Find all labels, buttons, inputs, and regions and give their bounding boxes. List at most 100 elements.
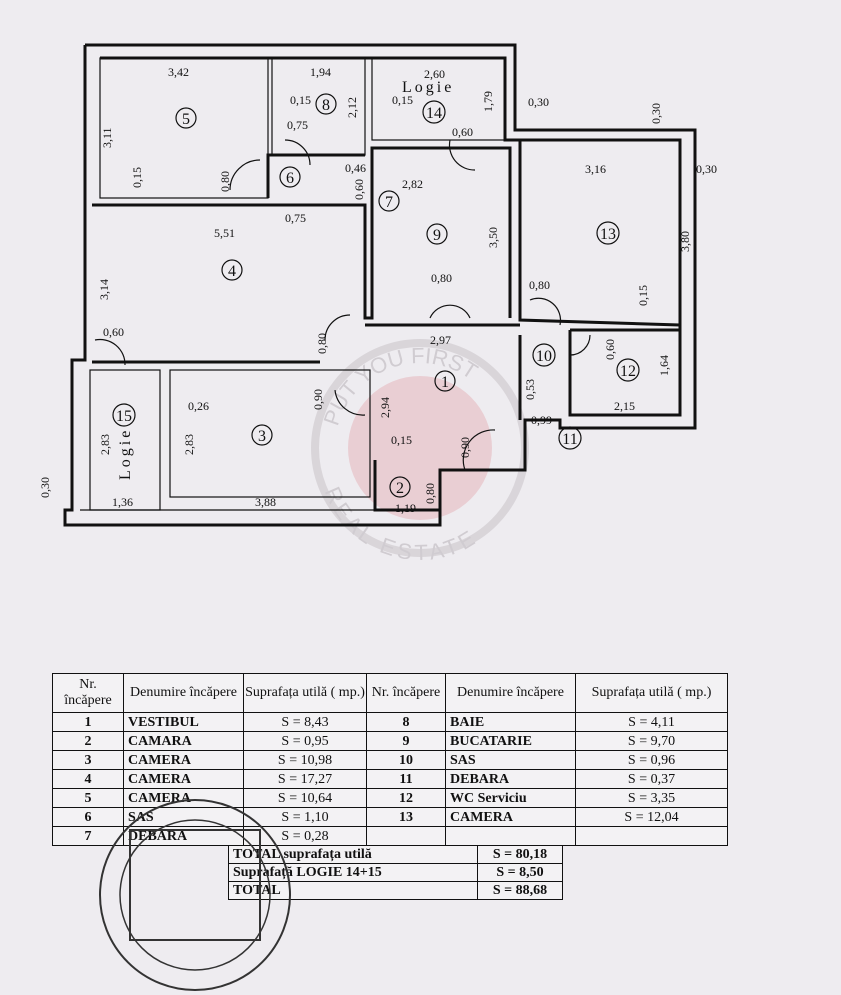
dim-label: 1,36 bbox=[112, 495, 133, 509]
room-number: 12 bbox=[620, 363, 636, 380]
dim-label: 0,60 bbox=[603, 339, 617, 360]
dim-label: 0,46 bbox=[345, 161, 366, 175]
dim-label: 0,53 bbox=[523, 379, 537, 400]
room-name: CAMARA bbox=[123, 731, 244, 751]
dim-label: 3,16 bbox=[585, 162, 606, 176]
dim-label: 0,60 bbox=[103, 325, 124, 339]
table-header: Nr. încăpere Denumire încăpere Suprafața… bbox=[52, 673, 728, 713]
col-header: Denumire încăpere bbox=[123, 673, 244, 713]
authorization-stamp bbox=[99, 799, 291, 991]
dim-label: 3,14 bbox=[97, 279, 111, 300]
total-value: S = 88,68 bbox=[477, 881, 563, 900]
room-area: S = 0,95 bbox=[243, 731, 367, 751]
col-header: Nr. încăpere bbox=[52, 673, 124, 713]
dim-label: 0,80 bbox=[529, 278, 550, 292]
room-area: S = 4,11 bbox=[575, 712, 728, 732]
dim-label: 3,50 bbox=[486, 227, 500, 248]
dim-label: 2,83 bbox=[98, 434, 112, 455]
dim-label: 5,51 bbox=[214, 226, 235, 240]
dim-label: 1,94 bbox=[310, 65, 331, 79]
room-nr bbox=[366, 826, 446, 846]
dim-label: 2,82 bbox=[402, 177, 423, 191]
room-number: 15 bbox=[116, 408, 132, 425]
col-header: Denumire încăpere bbox=[445, 673, 576, 713]
dim-label: 0,30 bbox=[38, 477, 52, 498]
room-area: S = 0,96 bbox=[575, 750, 728, 770]
dim-label: 0,26 bbox=[188, 399, 209, 413]
room-number: 14 bbox=[426, 105, 442, 122]
dim-label: 3,88 bbox=[255, 495, 276, 509]
room-name: VESTIBUL bbox=[123, 712, 244, 732]
dim-label: 0,15 bbox=[391, 433, 412, 447]
dim-label: 0,30 bbox=[649, 103, 663, 124]
room-area: S = 17,27 bbox=[243, 769, 367, 789]
room-area: S = 9,70 bbox=[575, 731, 728, 751]
dim-label: 3,11 bbox=[100, 127, 114, 148]
dim-label: 2,94 bbox=[378, 397, 392, 418]
dim-label: 0,80 bbox=[218, 171, 232, 192]
dim-label: 2,97 bbox=[430, 333, 451, 347]
room-name: BAIE bbox=[445, 712, 576, 732]
total-value: S = 80,18 bbox=[477, 845, 563, 864]
dim-label: 0,75 bbox=[285, 211, 306, 225]
walls bbox=[63, 43, 697, 527]
logie-label-15: Logie bbox=[117, 428, 134, 480]
room-number: 3 bbox=[258, 428, 266, 445]
dim-label: 3,42 bbox=[168, 65, 189, 79]
dim-label: 1,79 bbox=[481, 91, 495, 112]
room-name: SAS bbox=[445, 750, 576, 770]
dim-label: 0,15 bbox=[392, 93, 413, 107]
room-number: 5 bbox=[182, 111, 190, 128]
room-name: CAMERA bbox=[123, 750, 244, 770]
room-nr: 11 bbox=[366, 769, 446, 789]
room-number: 7 bbox=[385, 194, 393, 211]
room-area bbox=[575, 826, 728, 846]
dim-label: 0,90 bbox=[311, 389, 325, 410]
room-area: S = 12,04 bbox=[575, 807, 728, 827]
room-number: 13 bbox=[600, 226, 616, 243]
room-number: 8 bbox=[322, 97, 330, 114]
room-number: 1 bbox=[441, 374, 449, 391]
room-nr: 12 bbox=[366, 788, 446, 808]
total-value: S = 8,50 bbox=[477, 863, 563, 882]
room-number: 2 bbox=[396, 480, 404, 497]
room-number: 11 bbox=[562, 431, 577, 448]
room-nr: 2 bbox=[52, 731, 124, 751]
watermark-logo: PUT YOU FIRST REAL ESTATE bbox=[311, 339, 529, 560]
room-area: S = 8,43 bbox=[243, 712, 367, 732]
dim-label: 3,80 bbox=[678, 231, 692, 252]
dim-label: 0,75 bbox=[287, 118, 308, 132]
dim-label: 0,30 bbox=[696, 162, 717, 176]
room-name: CAMERA bbox=[445, 807, 576, 827]
rooms-table: Nr. încăpere Denumire încăpere Suprafața… bbox=[52, 673, 728, 846]
dim-label: 0,90 bbox=[458, 437, 472, 458]
room-name: CAMERA bbox=[123, 769, 244, 789]
room-number: 10 bbox=[536, 348, 552, 365]
dim-label: 2,12 bbox=[345, 97, 359, 118]
room-nr: 10 bbox=[366, 750, 446, 770]
col-header: Suprafața utilă ( mp.) bbox=[575, 673, 728, 713]
dim-label: 0,80 bbox=[431, 271, 452, 285]
dim-label: 0,60 bbox=[352, 179, 366, 200]
dim-label: 0,99 bbox=[531, 413, 552, 427]
dim-label: 1,19 bbox=[395, 501, 416, 515]
room-numbers: 1 2 3 4 5 6 7 8 9 10 11 12 13 14 15 Logi… bbox=[112, 79, 640, 498]
room-nr: 9 bbox=[366, 731, 446, 751]
dim-label: 2,15 bbox=[614, 399, 635, 413]
room-number: 4 bbox=[228, 263, 236, 280]
room-area: S = 10,98 bbox=[243, 750, 367, 770]
room-name: BUCATARIE bbox=[445, 731, 576, 751]
room-nr: 3 bbox=[52, 750, 124, 770]
dim-label: 0,15 bbox=[130, 167, 144, 188]
room-name bbox=[445, 826, 576, 846]
col-header: Nr. încăpere bbox=[366, 673, 446, 713]
room-nr: 8 bbox=[366, 712, 446, 732]
dim-label: 0,15 bbox=[290, 93, 311, 107]
floor-plan: PUT YOU FIRST REAL ESTATE 3,42 1,94 bbox=[38, 43, 717, 560]
